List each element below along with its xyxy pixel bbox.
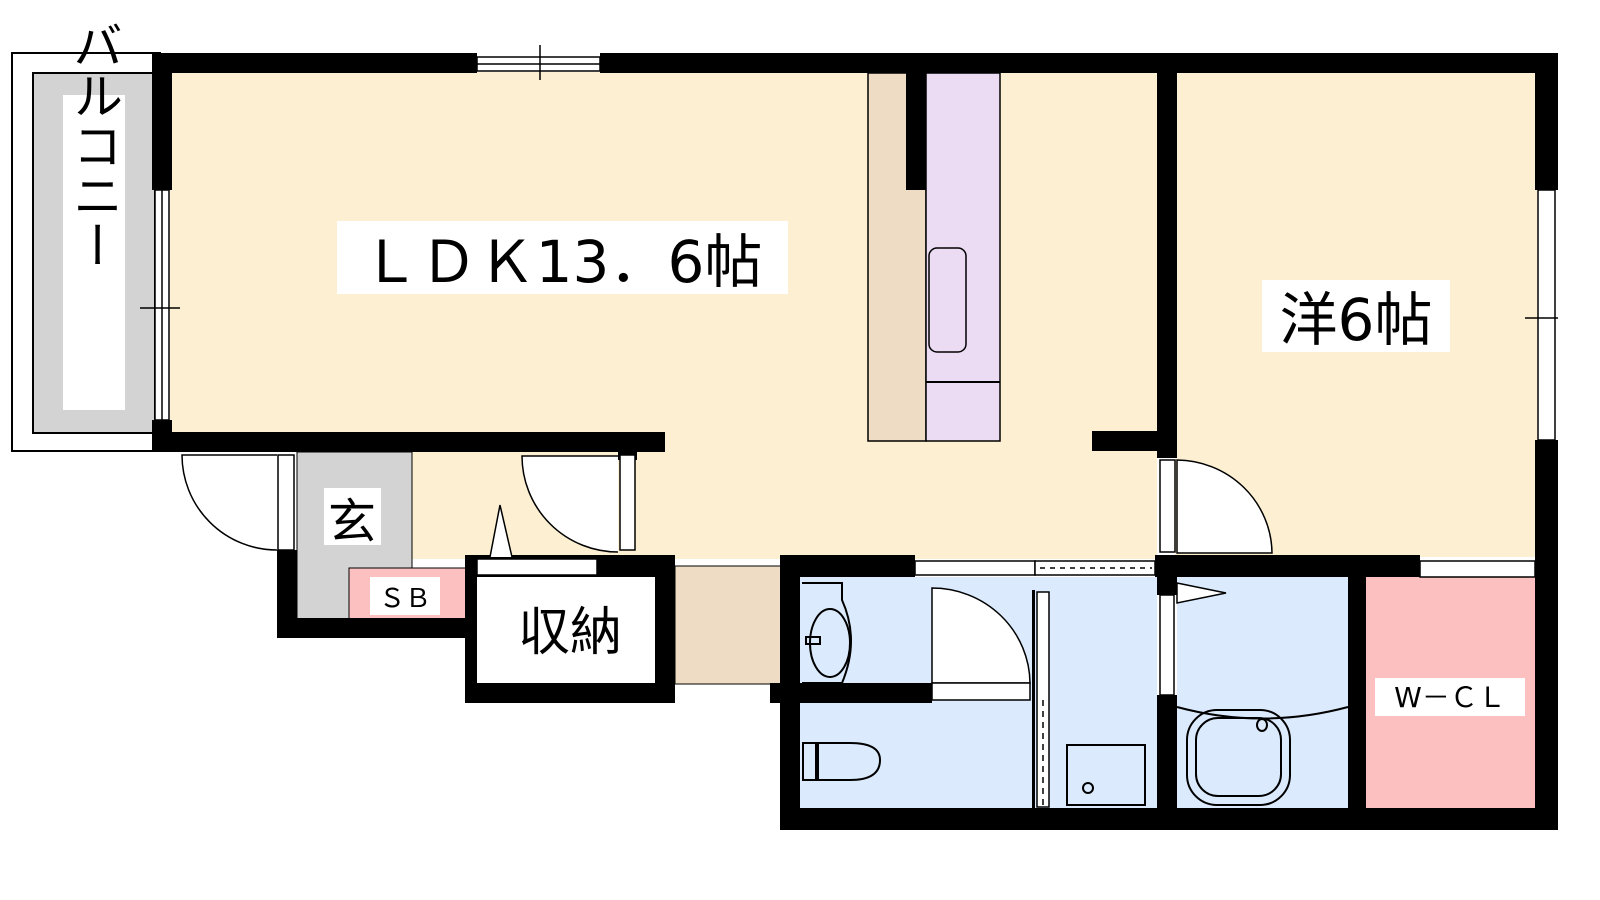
fixtures (802, 582, 1349, 806)
balcony-label: バルコニー (65, 20, 123, 270)
toilet-icon (817, 742, 882, 781)
walk-in-closet-label: W－ＣＬ (1394, 681, 1506, 714)
shoe-box-label: ＳＢ (379, 584, 431, 614)
kitchen-sink-icon (928, 247, 967, 353)
kitchen-counter (867, 72, 1001, 442)
bathtub-icon (1186, 709, 1291, 806)
walls (152, 53, 1558, 830)
ldk-label: ＬＤＫ13．6帖 (362, 228, 763, 296)
doors (181, 454, 1273, 808)
washer-space-icon (1066, 744, 1146, 806)
balcony: バルコニー (11, 20, 161, 452)
entrance-label: 玄 (328, 494, 376, 550)
windows (140, 45, 1558, 578)
room-labels: ＬＤＫ13．6帖 洋6帖 玄 ＳＢ 収納 W－ＣＬ (324, 221, 1525, 716)
western-room-label: 洋6帖 (1280, 286, 1433, 354)
storage-label: 収納 (518, 603, 622, 663)
